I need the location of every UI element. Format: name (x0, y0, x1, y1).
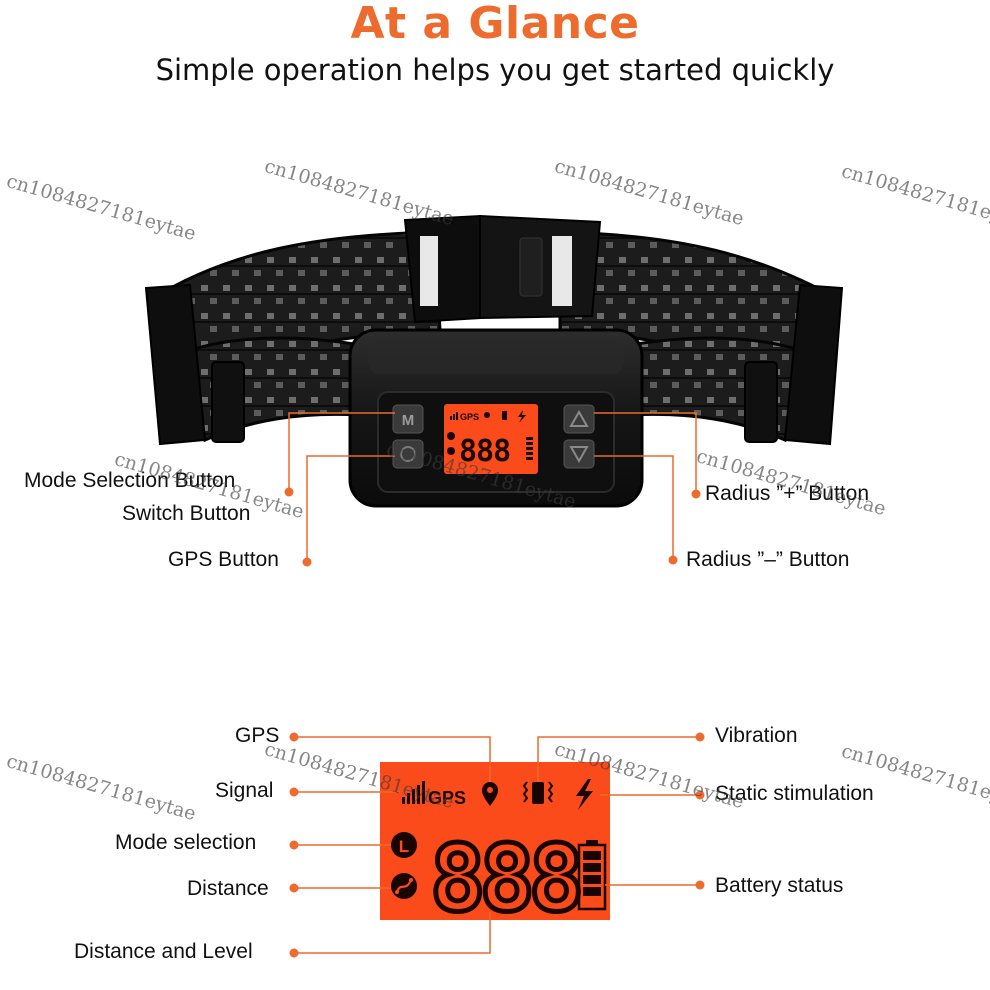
lcd-legend: GPS L 888 (289, 732, 705, 958)
lcd-digits: 888 (430, 825, 579, 932)
label-vibration: Vibration (715, 724, 798, 747)
lcd-gps-text: GPS (428, 788, 466, 808)
callout-vibration-line (537, 736, 700, 782)
label-gps: GPS (235, 724, 280, 747)
label-switch-button: Switch Button (122, 502, 251, 525)
label-mode-selection-button: Mode Selection Button (24, 469, 236, 492)
page-subtitle: Simple operation helps you get started q… (155, 53, 835, 87)
callout-mode-line (288, 412, 395, 492)
callout-battery-dot (695, 880, 705, 890)
callout-radius-minus-dot (668, 555, 678, 565)
collar-illustration: M GPS 888 (144, 214, 844, 567)
callout-mode2-dot (289, 840, 299, 850)
label-radius-minus-button: Radius ”–” Button (686, 548, 850, 571)
mode-selection-button[interactable] (392, 404, 424, 434)
lcd-battery-icon (577, 840, 607, 911)
callout-gps2-line (294, 736, 491, 782)
callout-gps2-dot (289, 732, 299, 742)
callout-signal-dot (289, 787, 299, 797)
callout-distance-dot (289, 883, 299, 893)
lcd-mode-letter: L (399, 837, 409, 856)
lcd-location-icon (482, 782, 498, 806)
page-title: At a Glance (350, 0, 640, 49)
strap-keeper-right (783, 283, 844, 446)
mini-digits: 888 (459, 434, 510, 469)
strap-keeper-left (144, 283, 207, 446)
label-mode-selection: Mode selection (115, 831, 257, 854)
callout-mode-dot (284, 487, 294, 497)
label-static-stimulation: Static stimulation (715, 782, 874, 805)
switch-button[interactable] (392, 439, 424, 469)
callout-radius-minus-line (594, 455, 674, 560)
label-distance-and-level: Distance and Level (74, 940, 253, 963)
label-gps-button: GPS Button (168, 548, 279, 571)
callout-static-dot (695, 790, 705, 800)
label-radius-plus-button: Radius ”+” Button (705, 482, 870, 505)
callout-radius-plus-dot (691, 489, 701, 499)
callout-distance-level-line (294, 912, 491, 954)
callout-vibration-dot (695, 732, 705, 742)
lcd-vibration-icon (522, 781, 554, 804)
buckle (403, 214, 602, 324)
collar-device: M GPS 888 (348, 328, 644, 508)
mini-gps-text: GPS (460, 412, 479, 422)
radius-minus-button[interactable] (563, 439, 595, 469)
callout-radius-plus-line (594, 412, 697, 494)
lcd-mode-icon: L (391, 832, 417, 858)
label-signal: Signal (215, 779, 274, 802)
label-distance: Distance (187, 877, 269, 900)
lcd-static-stimulation-icon (576, 779, 593, 810)
callout-gps-dot (302, 557, 312, 567)
collar-mini-display: GPS 888 (444, 404, 538, 474)
callout-distance-level-dot (289, 948, 299, 958)
button-m-text: M (402, 412, 415, 429)
label-battery-status: Battery status (715, 874, 844, 897)
callout-gps-line (306, 455, 395, 562)
lcd-distance-icon (391, 873, 417, 899)
radius-plus-button[interactable] (563, 404, 595, 434)
lcd-signal-icon (402, 781, 425, 804)
